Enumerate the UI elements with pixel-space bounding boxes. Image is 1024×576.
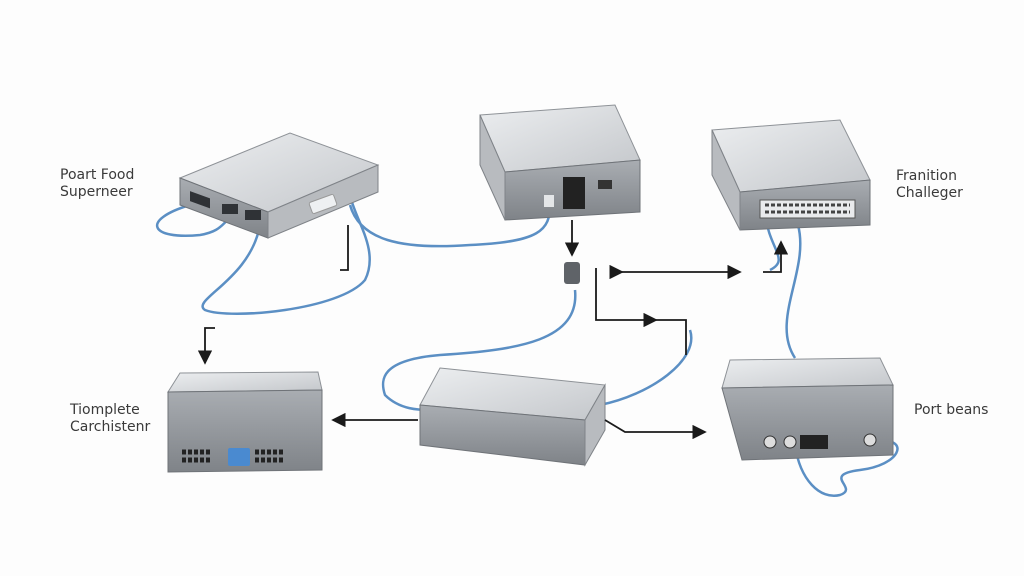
connector-plug (564, 262, 580, 284)
cable (599, 329, 693, 407)
label-bottom-left: Tiomplete Carchistenr (70, 402, 150, 436)
cable (348, 204, 552, 248)
arrow (763, 240, 789, 273)
label-line: Tiomplete (70, 402, 140, 418)
arrow (604, 419, 707, 440)
label-line: Challeger (896, 185, 963, 201)
arrow-line (656, 319, 687, 355)
arrow-line (340, 225, 349, 271)
device-center[interactable] (419, 367, 606, 467)
label-line: Carchistenr (70, 419, 151, 435)
label-top-right: Franition Challeger (896, 168, 963, 202)
device-top-left[interactable] (178, 132, 380, 239)
cable (785, 224, 802, 359)
label-line: Port beans (914, 402, 989, 418)
arrow (197, 327, 215, 365)
device-top-center[interactable] (479, 104, 641, 221)
device-bottom-left[interactable] (167, 371, 323, 473)
label-line: Poart Food (60, 167, 135, 183)
label-line: Superneer (60, 184, 133, 200)
arrow (595, 268, 658, 328)
label-line: Franition (896, 168, 957, 184)
cable (793, 438, 899, 498)
device-bottom-right[interactable] (721, 357, 894, 461)
label-bottom-right: Port beans (914, 402, 988, 419)
cable (201, 194, 371, 315)
cable (381, 289, 577, 412)
label-top-left: Poart Food Superneer (60, 167, 134, 201)
arrows (197, 220, 789, 440)
device-top-right[interactable] (711, 119, 871, 231)
